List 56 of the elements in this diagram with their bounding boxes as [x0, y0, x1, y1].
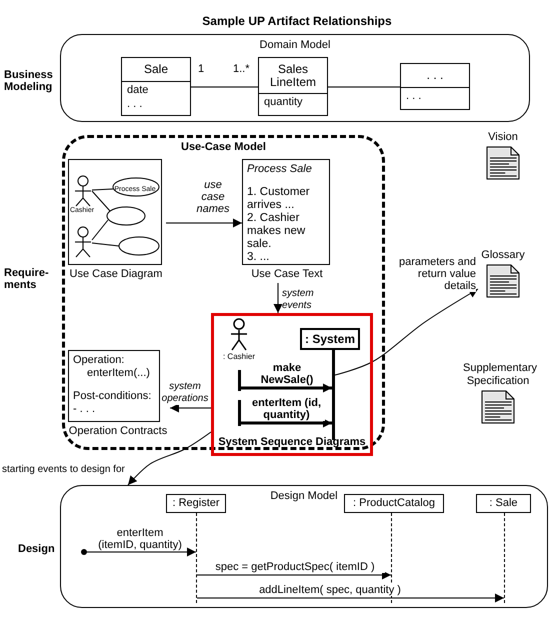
label-text: Business Modeling — [4, 69, 54, 93]
object-box: : ProductCatalog — [344, 494, 444, 513]
arrow — [166, 218, 242, 228]
arrow — [196, 594, 504, 602]
panel-title: Design Model — [269, 490, 339, 502]
edge-label: starting events to design for — [2, 464, 125, 476]
box-title: Use Case Text — [250, 268, 324, 281]
arrow — [170, 404, 212, 412]
class-name: Sales LineItem — [268, 62, 318, 88]
frame-title: System Sequence Diagrams — [217, 436, 367, 448]
edge-label: system operations — [160, 381, 210, 405]
use-case-title: Process Sale — [247, 163, 313, 176]
attribute-text: quantity — [263, 95, 304, 108]
attribute-text: date — [126, 83, 150, 96]
arrow — [196, 570, 392, 580]
edge-label: enterItem (itemID, quantity) — [96, 527, 184, 551]
arrow — [241, 384, 332, 392]
association-line — [328, 86, 400, 88]
association-line — [190, 86, 258, 88]
document-title: Glossary — [480, 249, 526, 262]
class-name: . . . — [426, 69, 444, 82]
arrow — [241, 418, 332, 428]
attribute-text: . . . — [405, 89, 422, 102]
class-box — [258, 57, 328, 116]
class-box — [400, 63, 470, 110]
panel-title: Domain Model — [258, 39, 332, 51]
title: Sample UP Artifact Relationships — [201, 14, 393, 28]
lifeline — [504, 513, 505, 603]
class-box — [121, 57, 191, 116]
activation-bar — [238, 370, 241, 391]
step-text: 3. ... — [247, 251, 270, 264]
activation-bar — [238, 400, 241, 426]
label-text: 1 — [198, 63, 204, 75]
arrow — [274, 282, 282, 314]
arrow — [128, 432, 212, 486]
model-panel — [60, 34, 530, 122]
object-box: : Sale — [476, 494, 531, 513]
attribute-text: . . . — [126, 97, 144, 110]
actor-name: : Cashier — [222, 352, 256, 361]
arrow — [334, 288, 478, 376]
object-box: : Register — [166, 494, 226, 513]
lifeline — [196, 513, 197, 603]
label-text: Design — [18, 543, 55, 555]
message-arrow — [81, 548, 196, 556]
label-text: Require- ments — [4, 267, 50, 291]
contract-text: Post-conditions: - . . . — [73, 390, 152, 416]
box-title: Operation Contracts — [68, 425, 168, 438]
step-text: 1. Customer arrives ... — [247, 186, 311, 212]
document-title: Vision — [487, 131, 519, 144]
contract-text: Operation: enterItem(...) — [73, 354, 151, 380]
class-name: Sale — [144, 63, 168, 76]
object-box: : System — [300, 328, 360, 350]
label-text: 1..* — [233, 63, 250, 75]
panel-title: Use-Case Model — [180, 141, 267, 153]
step-text: 2. Cashier makes new sale. — [247, 212, 306, 251]
box-title: Use Case Diagram — [68, 268, 164, 281]
